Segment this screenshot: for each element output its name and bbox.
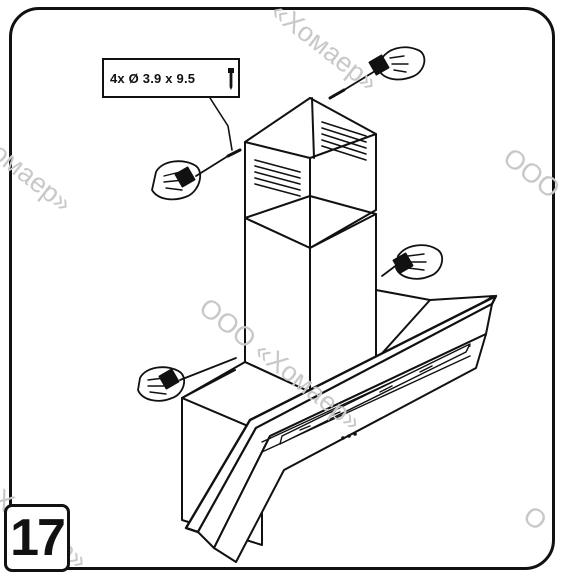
hand-screwdriver-left <box>151 148 242 201</box>
callout-leader-line <box>209 97 233 151</box>
hand-screwdriver-right <box>381 244 444 280</box>
figure-frame <box>9 7 555 570</box>
screw-icon <box>228 68 234 90</box>
step-number: 17 <box>10 509 66 567</box>
indicator-dots <box>341 432 357 440</box>
screw-size-callout: 4x Ø 3.9 x 9.5 <box>102 58 240 98</box>
hand-screwdriver-top-right <box>328 46 426 100</box>
vent-slots-right <box>321 121 367 161</box>
hand-screwdriver-bottom-left <box>137 357 237 402</box>
control-panel-strip <box>279 343 471 445</box>
screw-size-label: 4x Ø 3.9 x 9.5 <box>110 70 196 86</box>
step-number-badge: 17 <box>4 504 70 572</box>
upper-chimney-cover <box>244 97 377 249</box>
glass-front-panel <box>184 294 498 563</box>
vent-slots-left <box>254 159 301 197</box>
